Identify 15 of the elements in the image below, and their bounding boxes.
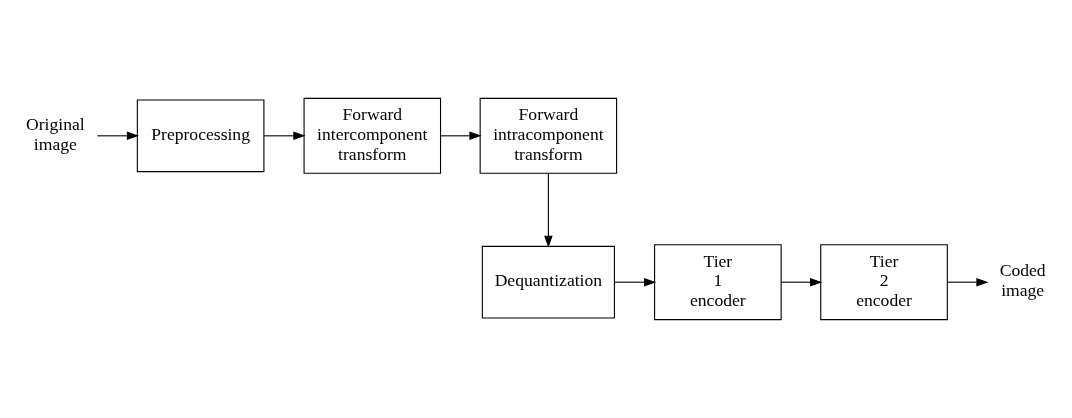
node-text: Original image [26, 114, 85, 154]
arrow [96, 131, 139, 141]
node-box: Forward intercomponent transform [303, 97, 442, 174]
arrow [614, 277, 657, 287]
arrow [544, 172, 553, 248]
node-box: Preprocessing [136, 99, 265, 173]
node-box: Dequantization [481, 245, 615, 319]
node-box: Tier 2 encoder [820, 244, 948, 321]
node-box: Forward intracomponent transform [479, 97, 618, 174]
node-text: Coded image [999, 260, 1046, 301]
arrow [440, 131, 482, 141]
arrow [263, 131, 306, 141]
arrow [946, 277, 989, 287]
node-box: Tier 1 encoder [654, 244, 782, 321]
arrow [780, 277, 823, 287]
